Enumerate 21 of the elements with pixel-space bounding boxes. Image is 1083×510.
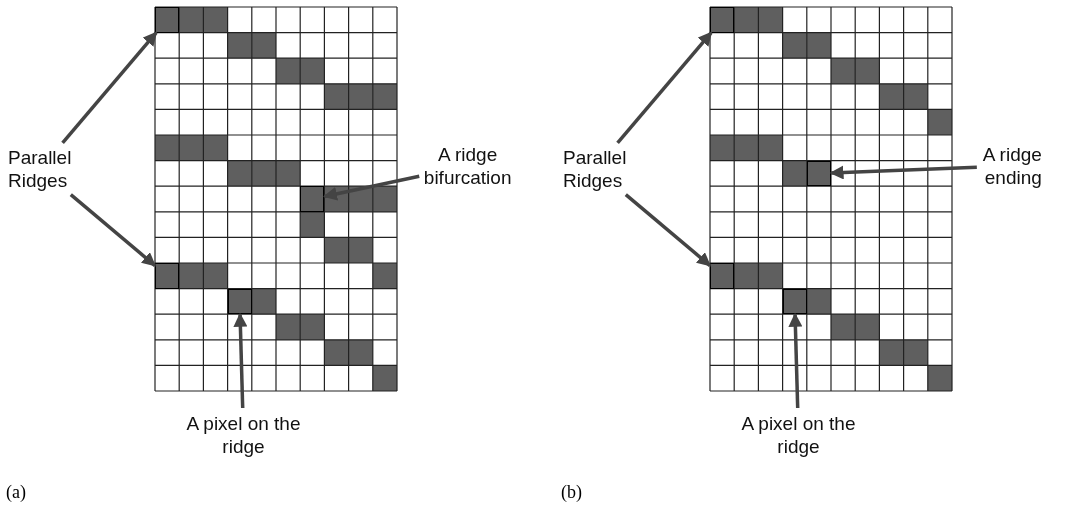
ridge-pixel (710, 263, 735, 289)
arrow (788, 312, 803, 409)
arrow (69, 193, 157, 267)
ridge-pixel (155, 263, 180, 289)
arrow (616, 31, 713, 145)
arrow (233, 312, 248, 409)
arrow (624, 193, 712, 267)
arrow (61, 31, 158, 145)
callout-text: A pixel on the ridge (185, 412, 302, 458)
ridge-pixel (710, 7, 735, 33)
callout-text: Parallel Ridges (8, 146, 73, 192)
panel-label: (b) (561, 482, 582, 503)
callout-text: A ridge bifurcation (423, 143, 513, 189)
callout-text: A pixel on the ridge (740, 412, 857, 458)
callout-text: Parallel Ridges (563, 146, 628, 192)
ridge-pixel (300, 186, 325, 212)
ridge-pixel (155, 7, 180, 33)
panel-label: (a) (6, 482, 26, 503)
callout-text: A ridge ending (980, 143, 1042, 189)
arrow (829, 165, 977, 180)
arrow (323, 174, 420, 201)
